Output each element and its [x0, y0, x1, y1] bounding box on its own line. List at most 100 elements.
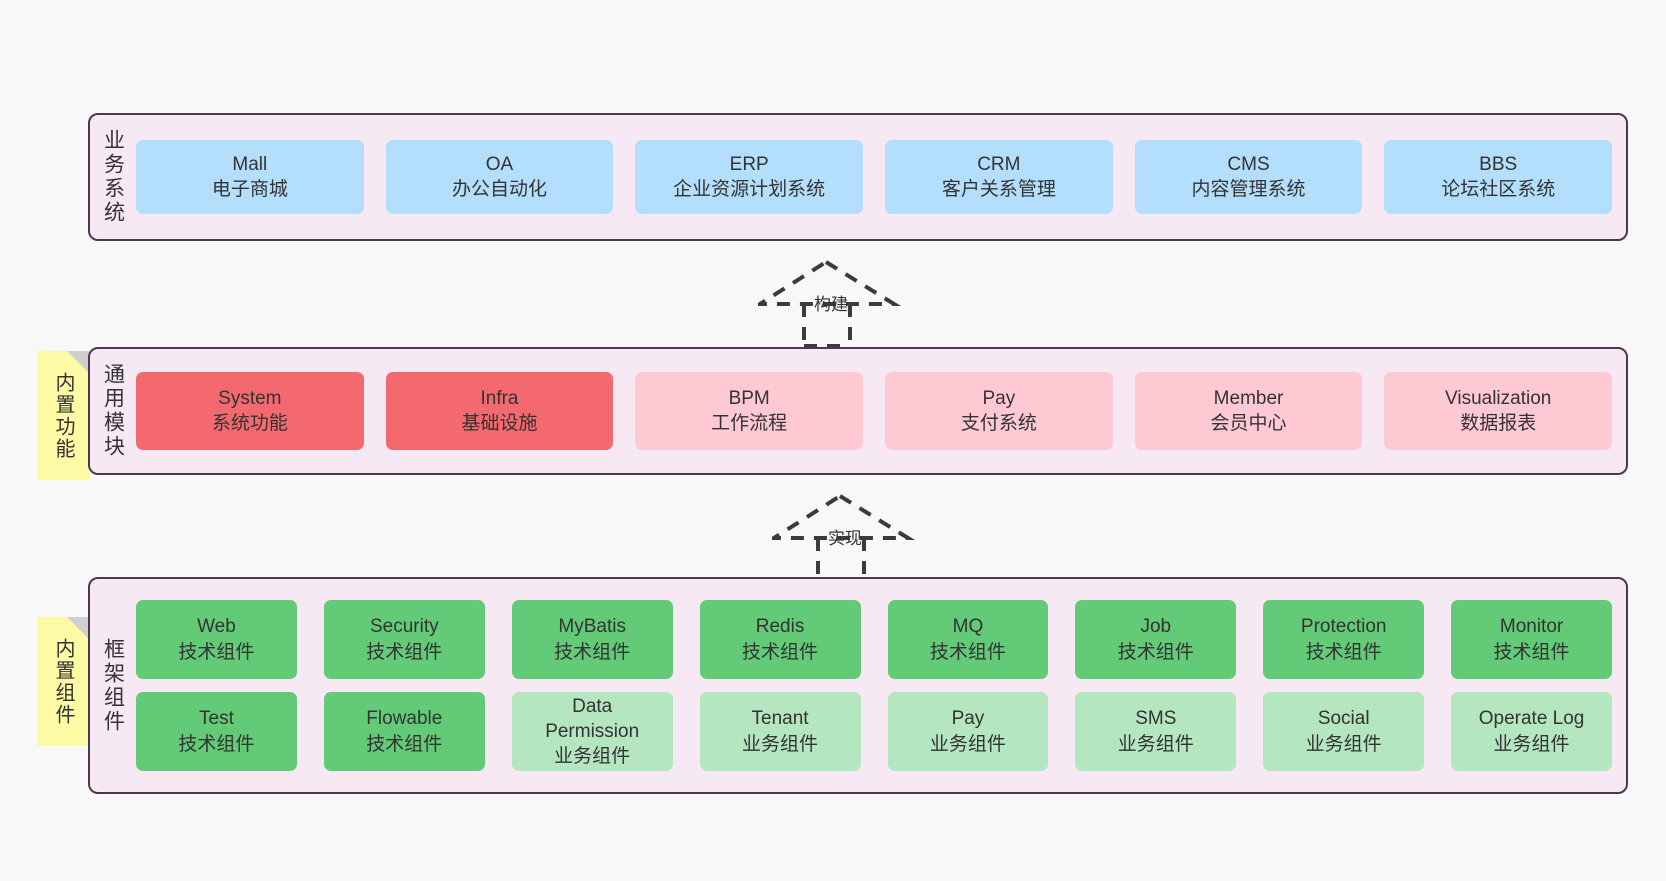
- card-monitor[interactable]: Monitor 技术组件: [1451, 600, 1612, 679]
- card-title: Member: [1213, 387, 1284, 409]
- card-subtitle: 内容管理系统: [1191, 179, 1306, 200]
- card-sms[interactable]: SMS 业务组件: [1075, 692, 1237, 771]
- card-test[interactable]: Test 技术组件: [136, 692, 297, 771]
- card-title: BPM: [728, 387, 770, 409]
- card-pay-business[interactable]: Pay 业务组件: [887, 692, 1049, 771]
- card-subtitle: 数据报表: [1460, 413, 1537, 434]
- arrow-implement-label: 实现: [828, 529, 862, 548]
- card-mall[interactable]: Mall 电子商城: [136, 140, 364, 214]
- card-infra[interactable]: Infra 基础设施: [385, 372, 614, 450]
- card-title: Operate Log: [1478, 708, 1585, 730]
- card-subtitle: 会员中心: [1210, 413, 1287, 434]
- card-subtitle: 客户关系管理: [941, 179, 1056, 200]
- arrow-build: 构建: [758, 258, 906, 348]
- card-security[interactable]: Security 技术组件: [323, 600, 485, 679]
- card-title: Flowable: [366, 708, 443, 730]
- card-row: Mall 电子商城 OA 办公自动化 ERP 企业资源计划系统 CRM 客户关系…: [136, 140, 1613, 214]
- card-title: System: [218, 387, 282, 409]
- card-social[interactable]: Social 业务组件: [1263, 692, 1425, 771]
- card-row: System 系统功能 Infra 基础设施 BPM 工作流程 Pay 支付系统…: [136, 372, 1613, 450]
- note-builtin-features: 内置功能: [37, 351, 89, 480]
- card-subtitle: 技术组件: [554, 641, 631, 663]
- card-subtitle: 技术组件: [929, 641, 1006, 663]
- card-row-business: Test 技术组件 Flowable 技术组件 Data Permission …: [136, 692, 1612, 771]
- card-title: Mall: [232, 153, 268, 175]
- card-row-technical: Web 技术组件 Security 技术组件 MyBatis 技术组件 Redi…: [136, 600, 1612, 679]
- card-redis[interactable]: Redis 技术组件: [699, 600, 861, 679]
- card-protection[interactable]: Protection 技术组件: [1263, 600, 1425, 679]
- card-bpm[interactable]: BPM 工作流程: [635, 372, 864, 450]
- note-label: 内置功能: [52, 371, 74, 460]
- card-subtitle: 工作流程: [711, 413, 788, 434]
- card-subtitle: 业务组件: [929, 733, 1006, 755]
- note-fold-corner: [67, 351, 89, 373]
- note-builtin-components: 内置组件: [37, 617, 89, 746]
- card-title: ERP: [729, 153, 769, 175]
- card-subtitle: 技术组件: [178, 641, 255, 663]
- card-subtitle: 系统功能: [211, 413, 288, 434]
- card-title: Visualization: [1445, 387, 1552, 409]
- card-title: Protection: [1300, 616, 1387, 638]
- layer-title-common-modules: 通用模块: [101, 363, 125, 459]
- card-erp[interactable]: ERP 企业资源计划系统: [635, 140, 864, 214]
- card-title: BBS: [1479, 153, 1518, 175]
- card-flowable[interactable]: Flowable 技术组件: [323, 692, 485, 771]
- card-title: Web: [197, 616, 236, 638]
- card-title-cont: Permission: [545, 720, 640, 742]
- card-title: CRM: [977, 153, 1021, 175]
- card-subtitle: 技术组件: [366, 733, 443, 755]
- card-mybatis[interactable]: MyBatis 技术组件: [511, 600, 673, 679]
- card-operate-log[interactable]: Operate Log 业务组件: [1451, 692, 1612, 771]
- card-member[interactable]: Member 会员中心: [1134, 372, 1363, 450]
- card-title: Infra: [480, 387, 519, 409]
- card-subtitle: 支付系统: [960, 413, 1037, 434]
- arrow-build-label: 构建: [814, 295, 848, 314]
- card-title: CMS: [1227, 153, 1270, 175]
- card-subtitle: 企业资源计划系统: [673, 179, 826, 200]
- card-subtitle: 技术组件: [1493, 641, 1570, 663]
- card-pay[interactable]: Pay 支付系统: [885, 372, 1113, 450]
- card-title: Test: [199, 708, 234, 730]
- card-subtitle: 技术组件: [742, 641, 819, 663]
- card-subtitle: 技术组件: [1117, 641, 1194, 663]
- layer-framework-components: 框架组件 Web 技术组件 Security 技术组件 MyBatis 技术组件…: [88, 577, 1628, 794]
- card-subtitle: 基础设施: [461, 413, 538, 434]
- card-crm[interactable]: CRM 客户关系管理: [885, 140, 1113, 214]
- card-mq[interactable]: MQ 技术组件: [887, 600, 1049, 679]
- card-cms[interactable]: CMS 内容管理系统: [1134, 140, 1363, 214]
- card-title: Job: [1140, 616, 1172, 638]
- card-subtitle: 电子商城: [211, 179, 288, 200]
- card-subtitle: 业务组件: [1117, 733, 1194, 755]
- card-web[interactable]: Web 技术组件: [136, 600, 297, 679]
- card-subtitle: 技术组件: [1305, 641, 1382, 663]
- card-title: Social: [1317, 708, 1370, 730]
- layer-title-business-systems: 业务系统: [101, 129, 125, 225]
- card-subtitle: 业务组件: [1305, 733, 1382, 755]
- note-label: 内置组件: [52, 637, 74, 726]
- card-title: Pay: [982, 387, 1016, 409]
- arrow-implement: 实现: [772, 492, 920, 582]
- card-data-permission[interactable]: Data Permission 业务组件: [511, 692, 673, 771]
- card-title: Monitor: [1499, 616, 1564, 638]
- card-system[interactable]: System 系统功能: [136, 372, 364, 450]
- card-subtitle: 业务组件: [742, 733, 819, 755]
- card-oa[interactable]: OA 办公自动化: [385, 140, 614, 214]
- card-title: OA: [485, 153, 514, 175]
- card-job[interactable]: Job 技术组件: [1075, 600, 1237, 679]
- card-visualization[interactable]: Visualization 数据报表: [1384, 372, 1613, 450]
- layer-common-modules: 通用模块 System 系统功能 Infra 基础设施 BPM 工作流程 Pay…: [88, 347, 1628, 475]
- card-tenant[interactable]: Tenant 业务组件: [699, 692, 861, 771]
- card-subtitle: 技术组件: [366, 641, 443, 663]
- layer-title-framework-components: 框架组件: [101, 637, 125, 734]
- layer-business-systems: 业务系统 Mall 电子商城 OA 办公自动化 ERP 企业资源计划系统 CRM…: [88, 113, 1628, 241]
- card-bbs[interactable]: BBS 论坛社区系统: [1384, 140, 1613, 214]
- card-subtitle: 论坛社区系统: [1441, 179, 1556, 200]
- layer-body-business-systems: Mall 电子商城 OA 办公自动化 ERP 企业资源计划系统 CRM 客户关系…: [136, 115, 1626, 239]
- card-subtitle: 业务组件: [554, 746, 631, 768]
- card-title: MQ: [952, 616, 984, 638]
- note-fold-corner: [67, 617, 89, 639]
- layer-body-framework-components: Web 技术组件 Security 技术组件 MyBatis 技术组件 Redi…: [136, 579, 1626, 792]
- card-title: Redis: [755, 616, 805, 638]
- card-title: Pay: [951, 708, 985, 730]
- card-title: Tenant: [751, 708, 809, 730]
